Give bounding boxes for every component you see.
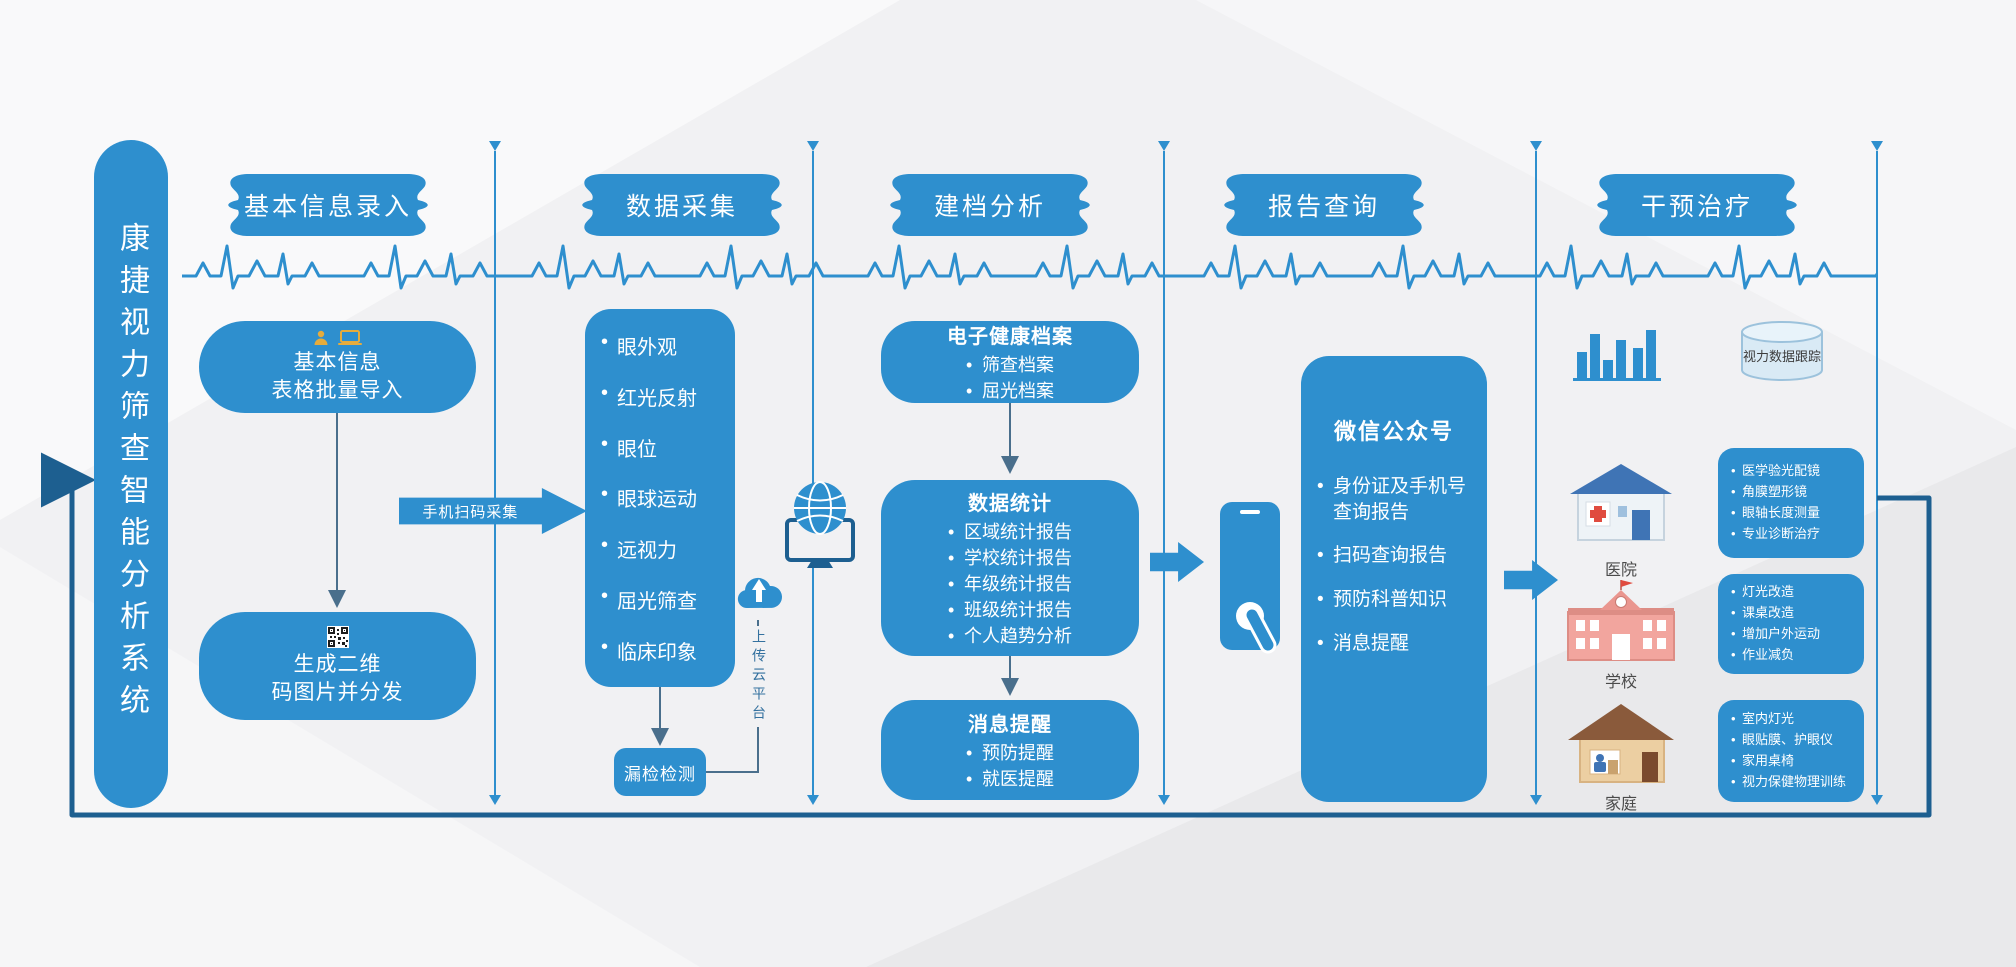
family-measures-list: 室内灯光 眼贴膜、护眼仪 家用桌椅 视力保健物理训练 [1731, 709, 1846, 792]
bar-chart-icon [1573, 330, 1661, 381]
ehr-title: 电子健康档案 [947, 325, 1073, 348]
message-reminder-box: 消息提醒 预防提醒 就医提醒 [881, 700, 1139, 800]
list-item: 扫码查询报告 [1317, 543, 1475, 569]
recheck-label: 漏检检测 [624, 764, 696, 784]
import-box-line2: 表格批量导入 [271, 378, 404, 402]
import-box-line1: 基本信息 [293, 351, 382, 375]
house-icon [1568, 704, 1674, 783]
list-item: 年级统计报告 [948, 571, 1072, 597]
list-item: 预防提醒 [966, 740, 1054, 766]
list-item: 眼贴膜、护眼仪 [1731, 730, 1846, 751]
badge-plaque-shape [890, 174, 1090, 236]
ehr-box: 电子健康档案 筛查档案 屈光档案 [881, 321, 1139, 404]
list-item: 眼轴长度测量 [1731, 503, 1820, 524]
cloud-upload-icon [737, 577, 782, 609]
laptop-icon [338, 330, 362, 346]
list-item: 作业减负 [1731, 645, 1820, 666]
stats-title: 数据统计 [968, 492, 1052, 515]
stage-header-report-query: 报告查询 [1215, 166, 1433, 244]
stage-header-label: 基本信息录入 [243, 193, 412, 221]
qr-box-line1: 生成二维 [293, 653, 382, 677]
column-divider [1530, 141, 1542, 805]
list-item: 临床印象 [601, 636, 697, 665]
list-item: 眼球运动 [601, 483, 697, 512]
import-box-icons [313, 330, 362, 346]
list-item: 家用桌椅 [1731, 751, 1846, 772]
recheck-box: 漏检检测 [614, 748, 706, 796]
stage-header-label: 数据采集 [625, 193, 738, 221]
list-item: 角膜塑形镜 [1731, 482, 1820, 503]
stage-header-archive-analysis: 建档分析 [881, 166, 1099, 244]
data-collection-list: 眼外观 红光反射 眼位 眼球运动 远视力 屈光筛查 临床印象 [601, 331, 697, 665]
data-collection-list-box: 眼外观 红光反射 眼位 眼球运动 远视力 屈光筛查 临床印象 [585, 309, 735, 687]
stage-header-label: 报告查询 [1267, 193, 1380, 221]
qr-code-icon [326, 626, 349, 649]
hospital-icon [1570, 464, 1672, 541]
list-item: 就医提醒 [966, 766, 1054, 792]
stage-header-data-collection: 数据采集 [573, 166, 791, 244]
column-divider [1871, 141, 1883, 805]
stage-header-label: 建档分析 [933, 193, 1046, 221]
basic-info-import-box: 基本信息 表格批量导入 [199, 321, 476, 413]
list-item: 专业诊断治疗 [1731, 524, 1820, 545]
wechat-title: 微信公众号 [1333, 419, 1454, 444]
list-item: 筛查档案 [966, 352, 1054, 378]
hospital-measures-box: 医学验光配镜 角膜塑形镜 眼轴长度测量 专业诊断治疗 [1718, 448, 1864, 558]
family-measures-box: 室内灯光 眼贴膜、护眼仪 家用桌椅 视力保健物理训练 [1718, 700, 1864, 802]
list-item: 屈光档案 [966, 378, 1054, 404]
stage-header-label: 干预治疗 [1640, 193, 1753, 221]
stage-header-basic-info: 基本信息录入 [219, 166, 437, 244]
list-item: 个人趋势分析 [948, 623, 1072, 649]
hospital-measures-list: 医学验光配镜 角膜塑形镜 眼轴长度测量 专业诊断治疗 [1731, 461, 1820, 544]
stage-header-intervention: 干预治疗 [1588, 166, 1806, 244]
family-label: 家庭 [1604, 796, 1637, 813]
list-item: 班级统计报告 [948, 597, 1072, 623]
phone-scan-arrow-label: 手机扫码采集 [422, 503, 519, 521]
list-item: 室内灯光 [1731, 709, 1846, 730]
smartphone-touch-icon [1220, 502, 1280, 654]
person-icon [314, 331, 328, 346]
badge-plaque-shape [1224, 174, 1424, 236]
school-measures-box: 灯光改造 课桌改造 增加户外运动 作业减负 [1718, 574, 1864, 674]
hospital-label: 医院 [1604, 562, 1637, 579]
qr-generate-box: 生成二维 码图片并分发 [199, 612, 476, 720]
list-item: 身份证及手机号查询报告 [1317, 474, 1475, 525]
list-item: 预防科普知识 [1317, 587, 1475, 613]
list-item: 消息提醒 [1317, 631, 1475, 657]
ehr-list: 筛查档案 屈光档案 [966, 352, 1054, 404]
list-item: 学校统计报告 [948, 545, 1072, 571]
notify-title: 消息提醒 [968, 713, 1052, 736]
upload-cloud-label: 上传云平台 [748, 626, 770, 727]
wechat-account-box: 微信公众号 身份证及手机号查询报告 扫码查询报告 预防科普知识 消息提醒 [1301, 356, 1487, 802]
school-measures-list: 灯光改造 课桌改造 增加户外运动 作业减负 [1731, 582, 1820, 665]
system-title-bar: 康捷视力筛查智能分析系统 [94, 140, 168, 808]
database-cylinder-icon [1741, 321, 1823, 381]
list-item: 灯光改造 [1731, 582, 1820, 603]
notify-list: 预防提醒 就医提醒 [966, 740, 1054, 792]
list-item: 课桌改造 [1731, 603, 1820, 624]
list-item: 视力保健物理训练 [1731, 772, 1846, 793]
list-item: 屈光筛查 [601, 585, 697, 614]
list-item: 远视力 [601, 534, 697, 563]
list-item: 眼位 [601, 433, 697, 462]
wechat-list: 身份证及手机号查询报告 扫码查询报告 预防科普知识 消息提醒 [1317, 474, 1475, 656]
list-item: 医学验光配镜 [1731, 461, 1820, 482]
stats-list: 区域统计报告 学校统计报告 年级统计报告 班级统计报告 个人趋势分析 [948, 519, 1072, 650]
badge-plaque-shape [1597, 174, 1797, 236]
system-title: 康捷视力筛查智能分析系统 [115, 222, 148, 726]
list-item: 区域统计报告 [948, 519, 1072, 545]
list-item: 红光反射 [601, 382, 697, 411]
qr-box-line2: 码图片并分发 [271, 680, 404, 704]
list-item: 增加户外运动 [1731, 624, 1820, 645]
column-divider [1158, 141, 1170, 805]
list-item: 眼外观 [601, 331, 697, 360]
data-tracking-label: 视力数据跟踪 [1742, 349, 1821, 364]
globe-monitor-icon [785, 481, 855, 568]
school-icon [1567, 580, 1675, 661]
school-label: 学校 [1604, 674, 1637, 691]
data-statistics-box: 数据统计 区域统计报告 学校统计报告 年级统计报告 班级统计报告 个人趋势分析 [881, 480, 1139, 656]
